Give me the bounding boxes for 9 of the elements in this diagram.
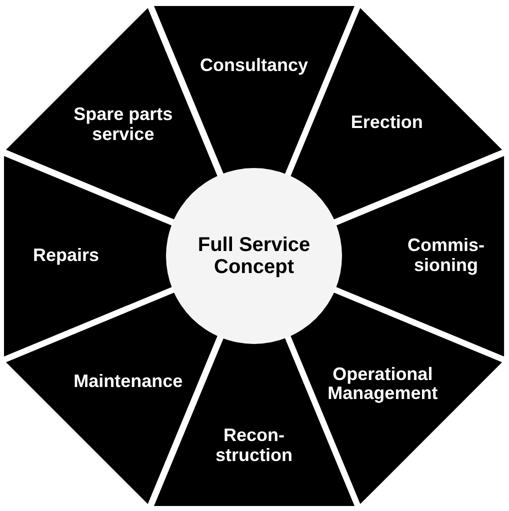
- center-label: Full Service Concept: [196, 234, 312, 278]
- segment-label: Recon- struction: [214, 426, 294, 466]
- segment-label: Commis- sioning: [406, 236, 486, 276]
- segment-label: Maintenance: [72, 372, 184, 392]
- segment-label: Consultancy: [198, 56, 309, 76]
- segment-label: Erection: [350, 113, 424, 133]
- segment-label: Spare parts service: [72, 105, 174, 145]
- segment-label: Operational Management: [326, 364, 439, 404]
- segment-label: Repairs: [32, 246, 100, 266]
